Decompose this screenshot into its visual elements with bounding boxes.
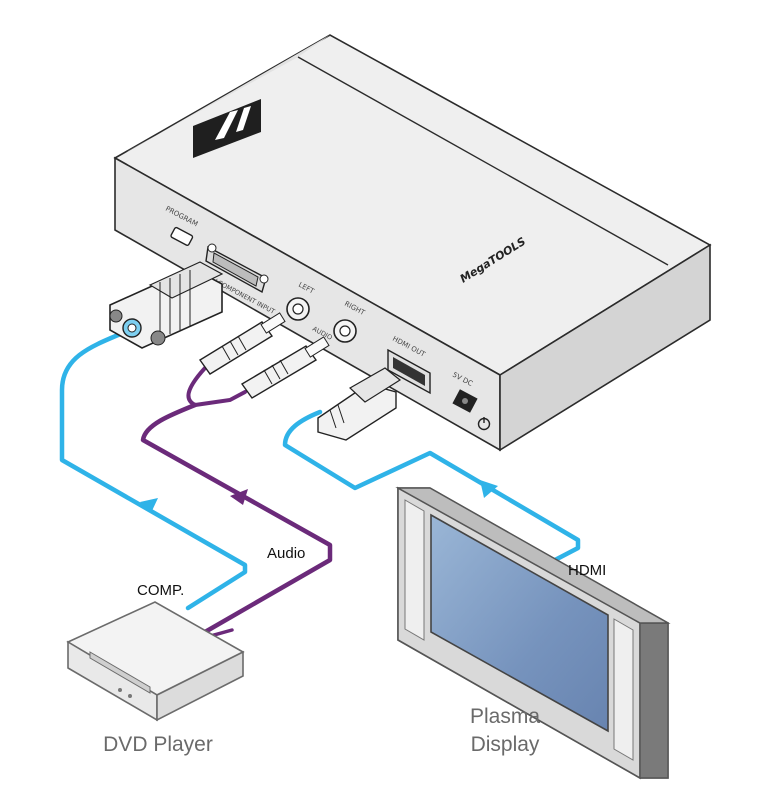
dvd-player-device <box>66 601 245 722</box>
audio-left-jack: LEFT <box>286 281 316 321</box>
plasma-display-device <box>395 486 671 780</box>
plasma-screen <box>430 513 609 733</box>
audio-cable-label: Audio <box>267 545 306 562</box>
plasma-label-line1: Plasma <box>469 705 541 728</box>
kramer-logo-icon <box>193 99 261 158</box>
component-plug <box>109 261 224 349</box>
hdmi-cable <box>282 409 581 563</box>
plasma-label-line2: Display <box>470 733 540 756</box>
video-arrow-icon <box>140 498 158 513</box>
rca-plug-right <box>240 336 330 399</box>
hdmi-plug <box>317 367 402 441</box>
converter-device <box>113 34 712 452</box>
hdmi-cable-label: HDMI <box>568 562 607 579</box>
comp-cable-label: COMP. <box>137 582 185 599</box>
rca-plug-left <box>198 312 286 375</box>
dvd-player-label: DVD Player <box>103 733 213 756</box>
hdmi-arrow-icon <box>480 480 498 498</box>
component-video-cable <box>59 327 248 611</box>
audio-arrow-icon <box>230 489 248 505</box>
audio-cable <box>140 366 333 642</box>
